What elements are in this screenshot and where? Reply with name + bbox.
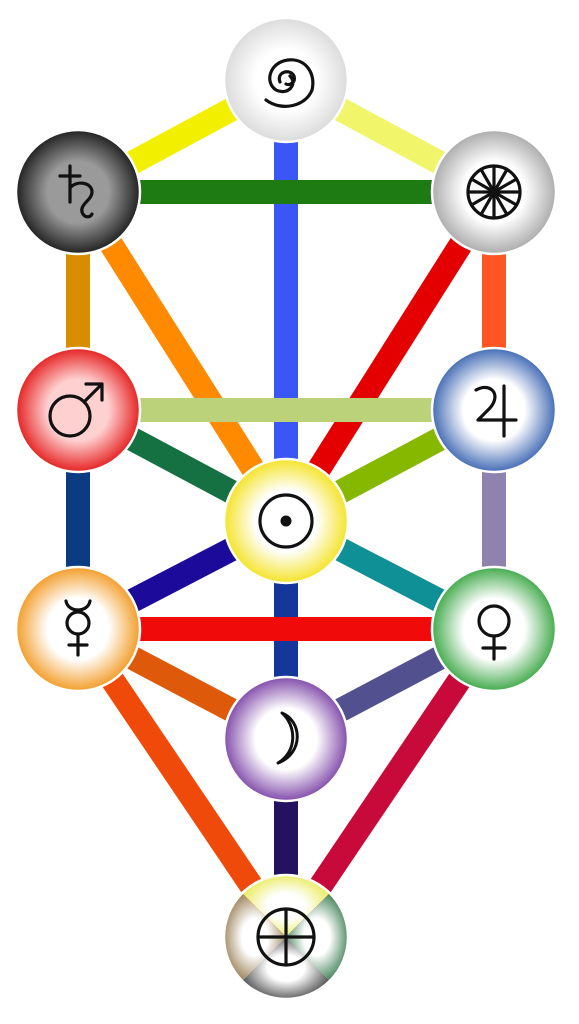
node-moon [222,675,350,803]
node-top-disc [224,18,348,142]
earth-icon [256,907,316,967]
sun-icon [258,493,314,549]
node-saturn-disc [16,130,140,254]
node-saturn [14,128,142,256]
node-sun [222,457,350,585]
moon-icon [276,711,299,765]
node-mars [14,346,142,474]
node-jupiter-rim [430,346,558,474]
node-earth-quadrant-bottom [242,937,330,999]
mars-icon [48,382,104,438]
node-mercury-disc [16,567,140,691]
path-zodiac-sun [275,185,505,528]
node-venus-rim [430,565,558,693]
node-jupiter [430,346,558,474]
node-venus-disc [432,567,556,691]
node-sun-rim [222,457,350,585]
node-mercury-rim [14,565,142,693]
node-earth [222,873,350,1001]
node-moon-disc [224,677,348,801]
node-saturn-rim [14,128,142,256]
node-top-rim [222,16,350,144]
node-zodiac-rim [430,128,558,256]
node-mars-disc [16,348,140,472]
venus-icon [477,604,511,661]
node-moon-rim [222,675,350,803]
zodiac-wheel-icon [466,164,522,220]
node-earth-quadrant-top [242,875,330,937]
node-top [222,16,350,144]
node-zodiac [430,128,558,256]
node-earth-rim [222,873,350,1001]
saturn-icon [58,164,94,219]
node-mercury [14,565,142,693]
node-jupiter-disc [432,348,556,472]
nodes-layer [14,16,558,1001]
mercury-icon [64,599,92,657]
node-earth-quadrant-right [286,893,348,981]
path-saturn-sun [67,185,297,528]
spiral-icon [264,58,315,108]
node-mars-rim [14,346,142,474]
node-venus [430,565,558,693]
node-earth-quadrant-left [224,893,286,981]
jupiter-icon [474,384,518,438]
